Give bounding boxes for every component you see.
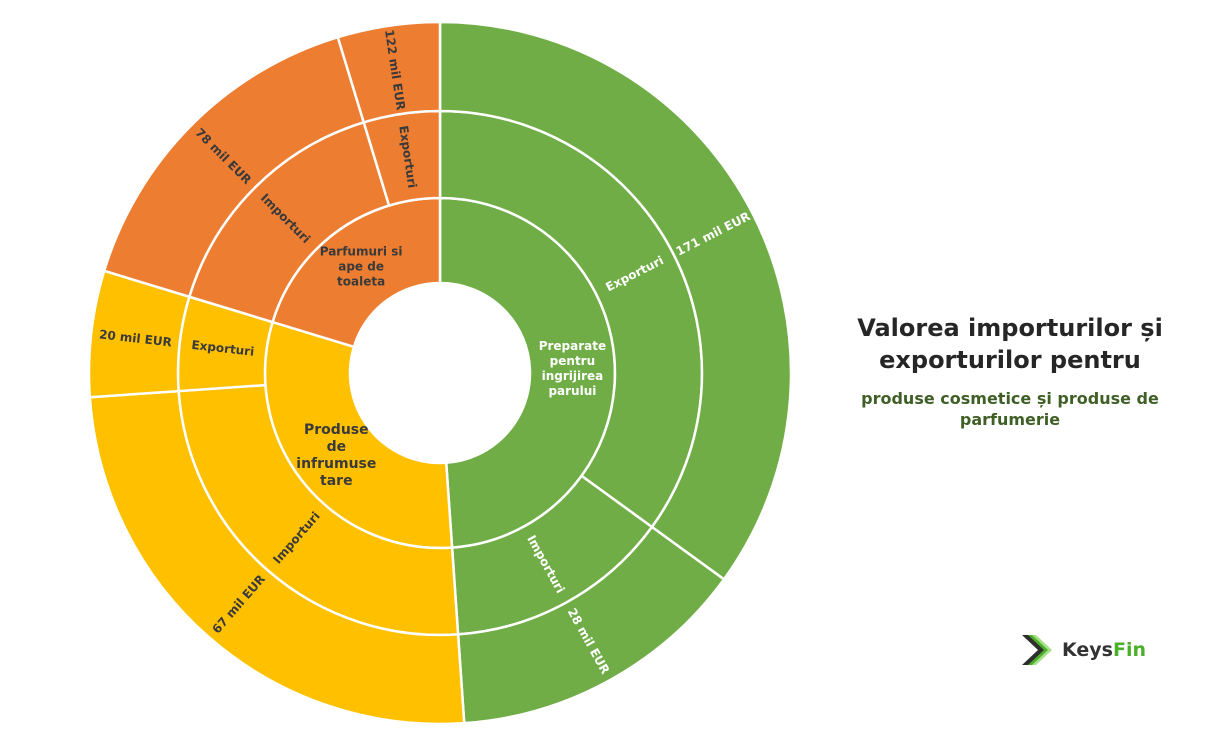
category-label-line: de	[327, 439, 347, 455]
logo-text: KeysFin	[1062, 639, 1147, 661]
category-label-line: infrumuse	[296, 456, 376, 472]
category-label-line: parului	[548, 384, 596, 398]
category-label-line: ape de	[338, 260, 384, 274]
segment-parfumuri-exporturi-value	[336, 20, 442, 124]
chart-subtitle: produse cosmetice și produse de parfumer…	[861, 389, 1159, 429]
keysfin-logo: KeysFin	[1020, 633, 1146, 667]
category-label-line: toaleta	[337, 275, 385, 289]
chevron-logo-icon	[1022, 635, 1052, 665]
category-label-line: pentru	[550, 354, 595, 368]
category-label-line: Preparate	[539, 339, 606, 353]
category-label-line: tare	[320, 473, 353, 489]
segment-preparate-exporturi-value	[438, 20, 793, 582]
category-label-line: Parfumuri si	[320, 245, 403, 259]
category-label-line: ingrijirea	[542, 369, 604, 383]
category-label-line: Produse	[304, 422, 369, 438]
segment-produse-importuri-value	[88, 389, 466, 726]
chart-title: Valorea importurilor și exporturilor pen…	[857, 314, 1163, 374]
